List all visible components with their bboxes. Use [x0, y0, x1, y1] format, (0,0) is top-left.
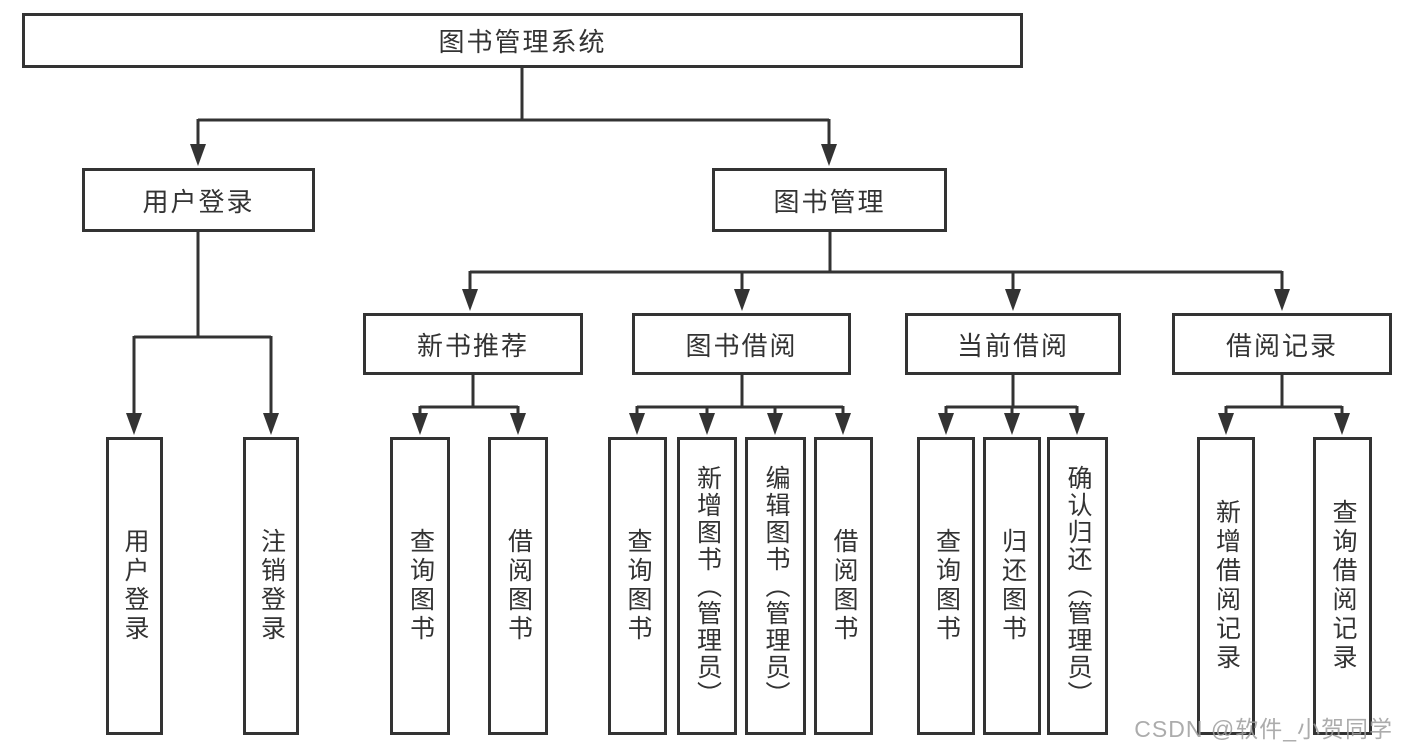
leaf-query-books-2: 查询图书	[608, 437, 667, 735]
node-user-login: 用户登录	[82, 168, 315, 232]
node-current-borrow: 当前借阅	[905, 313, 1121, 375]
node-borrow-records: 借阅记录	[1172, 313, 1392, 375]
node-root: 图书管理系统	[22, 13, 1023, 68]
leaf-query-books-3: 查询图书	[917, 437, 975, 735]
leaf-user-login: 用户登录	[106, 437, 163, 735]
leaf-add-borrow-record: 新增借阅记录	[1197, 437, 1255, 735]
leaf-edit-books-admin: 编辑图书（管理员）	[745, 437, 806, 735]
node-book-borrow: 图书借阅	[632, 313, 851, 375]
leaf-query-borrow-record: 查询借阅记录	[1313, 437, 1372, 735]
leaf-logout: 注销登录	[243, 437, 299, 735]
watermark: CSDN @软件_小贺同学	[1134, 716, 1393, 742]
leaf-borrow-books-2: 借阅图书	[814, 437, 873, 735]
leaf-add-books-admin: 新增图书（管理员）	[677, 437, 737, 735]
node-new-book-recommend: 新书推荐	[363, 313, 583, 375]
leaf-borrow-books-1: 借阅图书	[488, 437, 548, 735]
leaf-return-books: 归还图书	[983, 437, 1041, 735]
leaf-confirm-return-admin: 确认归还（管理员）	[1047, 437, 1108, 735]
node-book-management: 图书管理	[712, 168, 947, 232]
leaf-query-books-1: 查询图书	[390, 437, 450, 735]
